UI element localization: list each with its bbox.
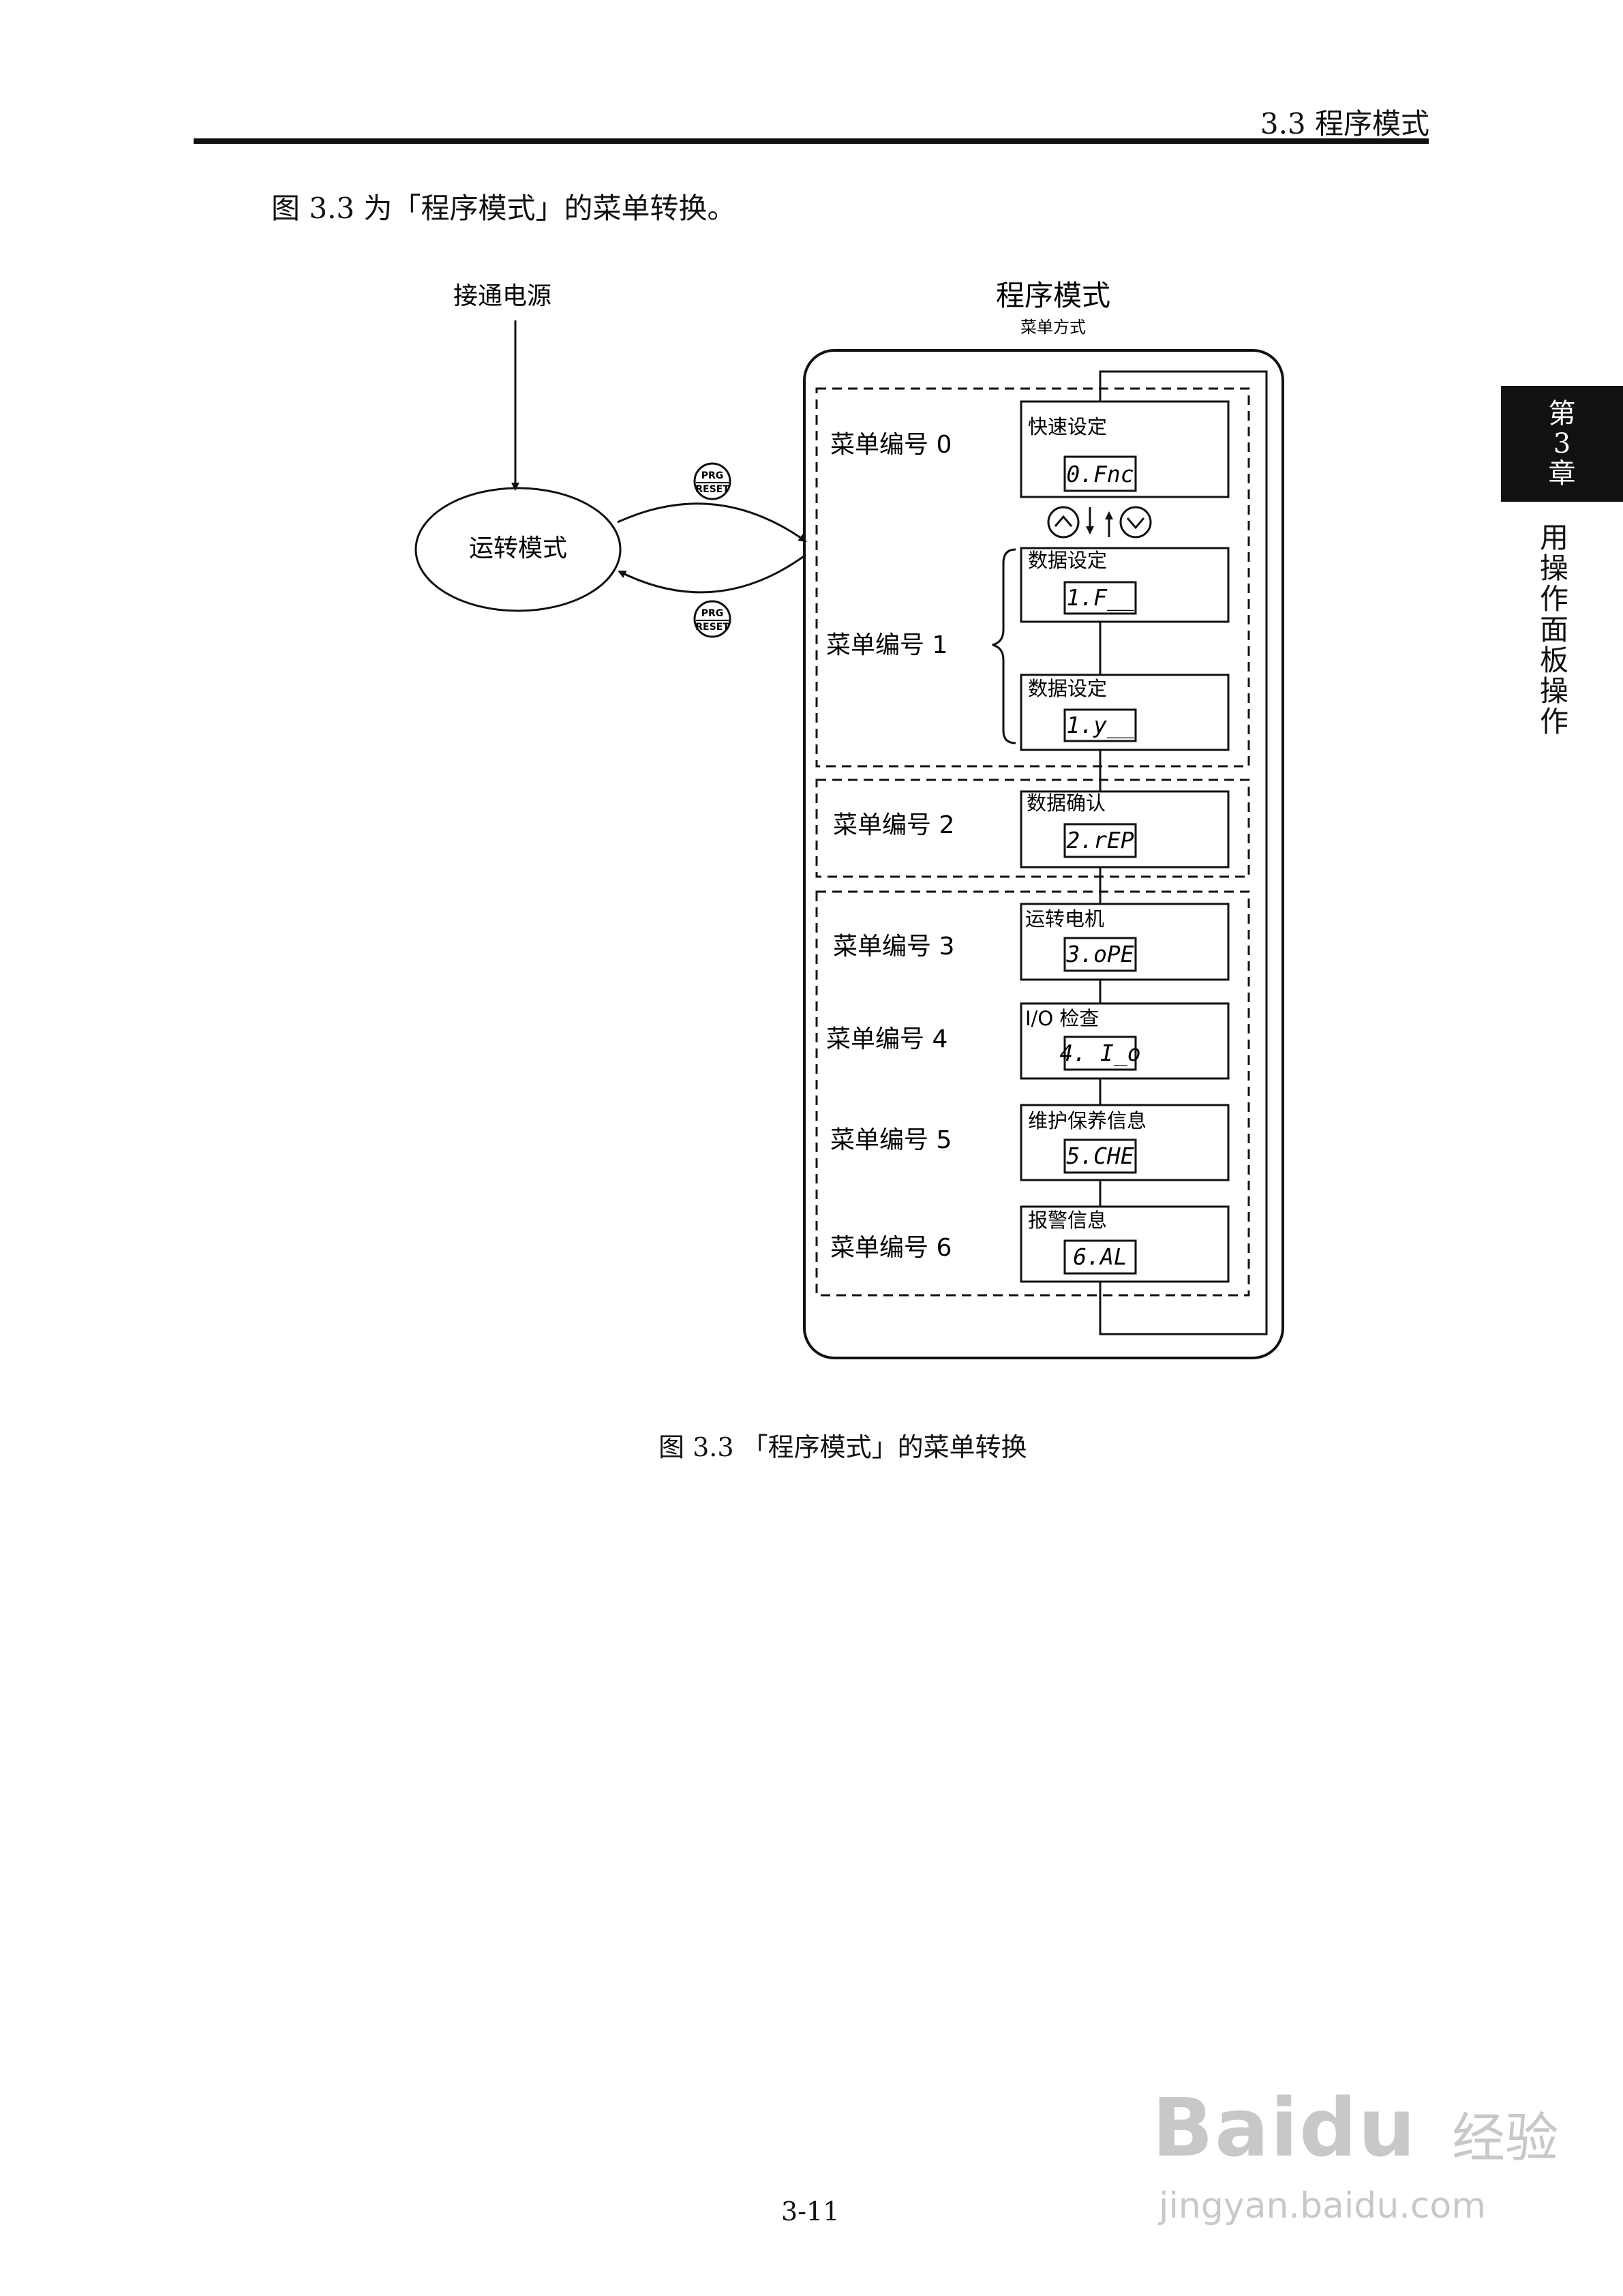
menu-5-label: 菜单编号 5 xyxy=(830,1126,952,1154)
menu-0-label: 菜单编号 0 xyxy=(830,431,952,459)
run-mode-label: 运转模式 xyxy=(469,534,567,562)
menu-box-quick-setup: 快速设定 0.Fnc xyxy=(1020,400,1230,498)
lcd-display xyxy=(1063,708,1137,742)
loop-return-line xyxy=(1099,370,1268,1335)
up-down-controls xyxy=(1047,506,1152,539)
watermark-url: jingyan.baidu.com xyxy=(1159,2186,1486,2226)
menu-box-title: I/O 检查 xyxy=(1025,1007,1099,1030)
menu-group-0-1 xyxy=(815,387,1250,768)
menu-4-label: 菜单编号 4 xyxy=(826,1025,947,1053)
reset-label: RESET xyxy=(695,622,729,633)
down-key-icon xyxy=(1119,506,1152,539)
menu-box-title: 数据设定 xyxy=(1028,677,1107,700)
chapter-subtitle-char: 面 xyxy=(1539,613,1568,646)
lcd-display xyxy=(1063,1138,1137,1174)
reset-label: RESET xyxy=(695,484,729,495)
menu-box-maintenance-info: 维护保养信息 5.CHE xyxy=(1020,1104,1230,1181)
lcd-text: 2.rEP xyxy=(1066,827,1134,854)
menu-3-label: 菜单编号 3 xyxy=(833,933,954,961)
lcd-text: 0.Fnc xyxy=(1066,461,1134,487)
menu-box-title: 报警信息 xyxy=(1028,1209,1107,1232)
lcd-text: 5.CHE xyxy=(1066,1143,1134,1169)
lcd-display xyxy=(1063,455,1137,492)
chapter-subtitle-char: 操 xyxy=(1539,552,1568,585)
menu-box-data-confirm: 数据确认 2.rEP xyxy=(1020,790,1230,868)
chapter-tab-line1: 第 xyxy=(1548,398,1576,429)
watermark-product: 经验 xyxy=(1452,2108,1559,2169)
menu-box-data-setting-y: 数据设定 1.y__ xyxy=(1020,674,1230,751)
menu-transition-diagram: 接通电源 运转模式 PRG RESET PRG RESET 程序模式 菜单方式 … xyxy=(414,279,1284,1359)
chapter-subtitle-char: 作 xyxy=(1539,582,1568,616)
lcd-display xyxy=(1063,937,1137,972)
prg-label: PRG xyxy=(701,608,724,619)
menu-group-2 xyxy=(815,779,1250,878)
prg-reset-button-bottom: PRG RESET xyxy=(693,600,731,638)
prg-reset-button-top: PRG RESET xyxy=(693,462,731,500)
baidu-watermark: Baidu 经验 jingyan.baidu.com xyxy=(1152,2052,1558,2229)
chapter-subtitle-char: 用 xyxy=(1539,521,1568,554)
up-key-icon xyxy=(1047,506,1080,539)
menu-1-brace xyxy=(992,548,1016,744)
lcd-text: 6.AL xyxy=(1073,1243,1127,1270)
menu-box-title: 运转电机 xyxy=(1025,907,1104,931)
lcd-display xyxy=(1063,1239,1137,1275)
menu-box-title: 数据确认 xyxy=(1027,791,1106,815)
menu-box-run-motor: 运转电机 3.oPE xyxy=(1020,903,1230,981)
page-number: 3-11 xyxy=(781,2196,840,2226)
to-run-arrow xyxy=(618,554,806,594)
lcd-display xyxy=(1063,823,1137,858)
lcd-text: 4. I_o xyxy=(1059,1040,1140,1067)
section-title: 3.3 程序模式 xyxy=(1260,107,1429,140)
chapter-subtitle-char: 作 xyxy=(1539,705,1568,738)
intro-text: 图 3.3 为「程序模式」的菜单转换。 xyxy=(271,192,736,225)
lcd-text: 1.y__ xyxy=(1066,712,1134,739)
chapter-tab-line2: 3 xyxy=(1553,428,1571,459)
lcd-text: 3.oPE xyxy=(1065,941,1134,967)
program-mode-title: 程序模式 xyxy=(996,279,1110,312)
run-mode-node xyxy=(414,487,622,612)
menu-box-title: 维护保养信息 xyxy=(1028,1109,1147,1132)
menu-box-alarm-info: 报警信息 6.AL xyxy=(1020,1205,1230,1283)
program-mode-frame xyxy=(803,349,1284,1359)
lcd-display xyxy=(1063,581,1137,615)
menu-box-io-check: I/O 检查 4. I_o xyxy=(1020,1002,1230,1080)
menu-box-title: 数据设定 xyxy=(1028,549,1107,572)
menu-group-3-6 xyxy=(815,890,1250,1297)
prg-label: PRG xyxy=(701,470,724,481)
lcd-display xyxy=(1063,1036,1137,1071)
chapter-subtitle: 用 操 作 面 板 操 作 xyxy=(1534,522,1575,737)
menu-6-label: 菜单编号 6 xyxy=(830,1234,952,1262)
menu-1-label: 菜单编号 1 xyxy=(826,631,947,659)
to-program-arrow xyxy=(617,502,807,543)
program-mode-subtitle: 菜单方式 xyxy=(1020,318,1086,337)
chapter-subtitle-char: 操 xyxy=(1539,674,1568,708)
menu-2-label: 菜单编号 2 xyxy=(833,811,954,839)
menu-box-title: 快速设定 xyxy=(1028,415,1107,438)
watermark-brand: Baidu xyxy=(1152,2081,1417,2175)
menu-box-data-setting-f: 数据设定 1.F__ xyxy=(1020,547,1230,623)
power-on-label: 接通电源 xyxy=(453,282,551,310)
chapter-tab-line3: 章 xyxy=(1548,458,1576,489)
lcd-text: 1.F__ xyxy=(1066,584,1134,611)
chapter-tab: 第 3 章 xyxy=(1501,386,1623,502)
chapter-subtitle-char: 板 xyxy=(1539,644,1568,677)
figure-caption: 图 3.3 「程序模式」的菜单转换 xyxy=(658,1432,1027,1462)
header-rule xyxy=(194,138,1429,144)
